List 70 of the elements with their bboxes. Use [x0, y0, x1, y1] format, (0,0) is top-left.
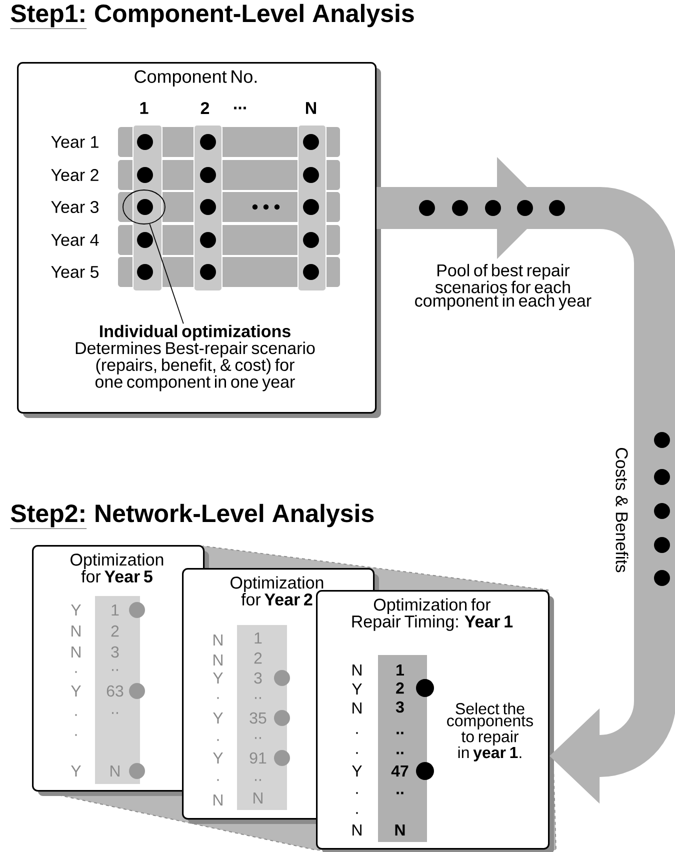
row-value: ..: [255, 737, 261, 739]
row-value: Y: [213, 712, 223, 724]
row-value: 1: [396, 664, 404, 676]
row-value: 47: [391, 766, 408, 776]
row-label: N: [352, 664, 362, 676]
row-value: 91: [250, 752, 266, 764]
highlight-ellipse: [122, 190, 166, 224]
annotation-text: Individual optimizations Determines Best-repair scenario (repairs, benefit, & cost) for one component in one year: [76, 324, 315, 392]
row-value: N: [395, 824, 405, 836]
row-value: 63: [106, 685, 124, 697]
flow-arrow: [376, 157, 675, 804]
row-value: 2: [254, 652, 262, 664]
row-value: 2: [200, 102, 210, 114]
row-label: Year 1: [51, 136, 98, 148]
row-value: N: [214, 794, 222, 806]
row-value: ..: [396, 732, 404, 734]
row-value: .: [75, 734, 77, 736]
row-value: ...: [234, 106, 246, 110]
row-value: Y: [71, 604, 81, 616]
row-label: .: [356, 732, 358, 734]
row-label: N: [352, 702, 362, 714]
row-label: .: [356, 752, 358, 754]
row-label: Year 3: [51, 201, 98, 214]
leader-line: [149, 223, 184, 324]
row-label: Y: [352, 684, 362, 694]
row-value: .: [75, 714, 77, 716]
row-value: .: [217, 779, 219, 781]
row-value: N: [214, 654, 222, 666]
row-value: 1: [112, 604, 119, 616]
row-label: Year 2: [51, 169, 98, 182]
step-title: Component-Level Analysis: [95, 4, 414, 28]
row-label: N: [352, 824, 362, 836]
row-value: 2: [396, 682, 404, 694]
row-label: .: [356, 792, 358, 794]
step-title: Network-Level Analysis: [96, 504, 374, 528]
row-value: Y: [213, 672, 223, 684]
axis-text: Costs & Benefits: [616, 448, 628, 572]
step-title: Step2:: [10, 504, 87, 529]
row-value: ..: [112, 669, 118, 671]
row-value: 3: [396, 701, 404, 713]
row-value: 1: [254, 632, 262, 644]
row-value: ..: [396, 752, 404, 754]
row-value: 35: [250, 712, 266, 724]
row-value: ..: [112, 712, 118, 714]
row-value: N: [72, 626, 80, 636]
row-value: 3: [254, 672, 262, 684]
row-value: 2: [111, 625, 119, 637]
row-value: .: [75, 671, 77, 673]
row-label: Year 4: [51, 234, 99, 246]
row-label: Y: [352, 766, 362, 776]
row-value: N: [254, 792, 262, 804]
row-value: Y: [213, 752, 223, 764]
instruction-text: Select the components to repair in year 1.: [447, 702, 533, 762]
description-text: Pool of best repair scenarios for each component in each year: [415, 264, 592, 310]
row-value: Y: [71, 686, 81, 696]
row-value: N: [72, 646, 80, 658]
row-value: N: [306, 102, 316, 114]
row-value: ..: [255, 697, 261, 699]
row-value: Y: [71, 766, 81, 776]
row-value: 3: [111, 646, 119, 658]
step-title: Step1:: [10, 4, 87, 29]
row-label: .: [356, 812, 358, 814]
row-value: N: [110, 766, 120, 776]
row-label: Year 5: [51, 266, 99, 278]
row-value: N: [214, 634, 222, 646]
row-value: .: [217, 739, 219, 741]
row-value: ..: [255, 779, 261, 781]
row-value: 1: [140, 102, 148, 114]
row-value: ..: [396, 792, 404, 794]
row-value: .: [217, 697, 219, 699]
